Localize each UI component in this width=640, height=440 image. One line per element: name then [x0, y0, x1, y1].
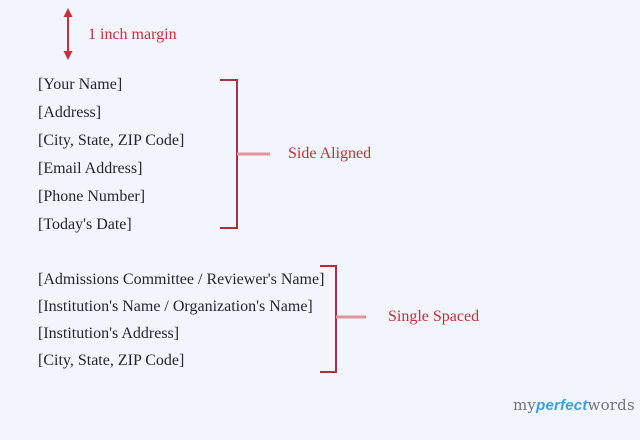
sender-line-email: [Email Address]: [38, 160, 143, 177]
double-arrow-icon: [63, 8, 73, 60]
logo-part-words: words: [587, 396, 635, 414]
logo-part-my: my: [513, 396, 537, 414]
logo-part-perfect: perfect: [536, 397, 588, 414]
margin-label: 1 inch margin: [88, 26, 177, 43]
sender-line-address: [Address]: [38, 104, 102, 121]
recipient-line-institution-name: [Institution's Name / Organization's Nam…: [38, 298, 313, 315]
recipient-bracket-icon: [320, 265, 366, 373]
sender-line-city-state-zip: [City, State, ZIP Code]: [38, 132, 185, 149]
side-aligned-label: Side Aligned: [288, 145, 372, 162]
recipient-line-committee: [Admissions Committee / Reviewer's Name]: [38, 271, 325, 288]
recipient-line-institution-address: [Institution's Address]: [38, 325, 180, 342]
sender-address-block: [Your Name] [Address] [City, State, ZIP …: [38, 71, 184, 239]
brand-logo: myperfectwords: [513, 397, 635, 414]
sender-line-phone: [Phone Number]: [38, 188, 146, 205]
sender-bracket-icon: [220, 79, 270, 229]
sender-line-date: [Today's Date]: [38, 216, 132, 233]
single-spaced-label: Single Spaced: [388, 308, 480, 325]
sender-line-your-name: [Your Name]: [38, 76, 123, 93]
recipient-address-block: [Admissions Committee / Reviewer's Name]…: [38, 266, 324, 374]
recipient-line-city-state-zip: [City, State, ZIP Code]: [38, 352, 185, 369]
